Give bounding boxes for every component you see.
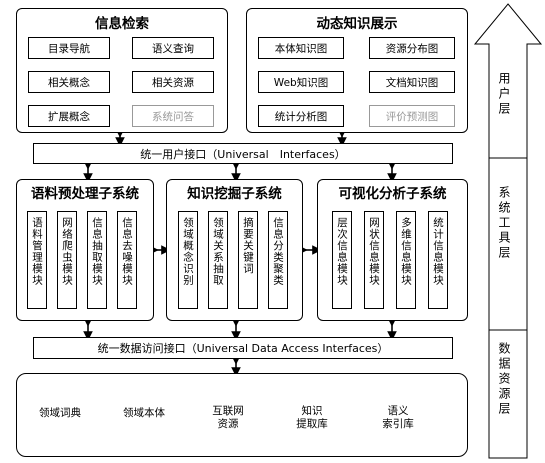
system-tools-layer-label: 系统工具层 xyxy=(497,186,511,261)
user-layer-label: 用户层 xyxy=(497,72,511,117)
domain-relation-module[interactable]: 领域关系抽取 xyxy=(208,211,228,309)
layer-arrow-shape xyxy=(473,3,543,459)
document-knowledge-graph-button[interactable]: 文档知识图 xyxy=(369,71,455,93)
domain-dictionary-label: 领域词典 xyxy=(39,407,81,419)
preprocess-subsystem-title: 语料预处理子系统 xyxy=(31,186,139,202)
data-resources-panel xyxy=(16,373,468,457)
extended-concepts-button[interactable]: 扩展概念 xyxy=(28,105,110,127)
preprocess-subsystem-panel: 语料预处理子系统 语料管理模块 网络爬虫模块 信息抽取模块 信息去噪模块 xyxy=(16,179,154,321)
corpus-management-module[interactable]: 语料管理模块 xyxy=(27,211,47,309)
statistical-info-module[interactable]: 统计信息模块 xyxy=(428,211,448,309)
info-retrieval-title: 信息检索 xyxy=(95,16,149,32)
dynamic-display-title: 动态知识展示 xyxy=(316,16,398,32)
semantic-index-db-label: 语义索引库 xyxy=(382,405,414,430)
resource-distribution-button[interactable]: 资源分布图 xyxy=(369,37,455,59)
mining-subsystem-panel: 知识挖掘子系统 领域概念识别 领域关系抽取 摘要关键词 信息分类聚类 xyxy=(166,179,303,321)
web-crawler-module[interactable]: 网络爬虫模块 xyxy=(57,211,77,309)
keyword-summary-module[interactable]: 摘要关键词 xyxy=(238,211,258,309)
info-extraction-module[interactable]: 信息抽取模块 xyxy=(87,211,107,309)
classification-clustering-module[interactable]: 信息分类聚类 xyxy=(268,211,288,309)
knowledge-extraction-db-label: 知识提取库 xyxy=(296,405,328,430)
hierarchical-info-module[interactable]: 层次信息模块 xyxy=(332,211,352,309)
system-qa-button[interactable]: 系统问答 xyxy=(132,105,214,127)
evaluation-prediction-button[interactable]: 评价预测图 xyxy=(369,105,455,127)
domain-concept-module[interactable]: 领域概念识别 xyxy=(178,211,198,309)
user-interface-bar: 统一用户接口（Universal Interfaces） xyxy=(33,143,453,164)
visual-subsystem-title: 可视化分析子系统 xyxy=(338,186,447,202)
related-concepts-button[interactable]: 相关概念 xyxy=(28,71,110,93)
ontology-graph-button[interactable]: 本体知识图 xyxy=(258,37,344,59)
info-denoise-module[interactable]: 信息去噪模块 xyxy=(117,211,137,309)
info-retrieval-panel: 信息检索 目录导航 语义查询 相关概念 相关资源 扩展概念 系统问答 xyxy=(16,8,228,133)
statistical-analysis-button[interactable]: 统计分析图 xyxy=(258,105,344,127)
data-access-bar: 统一数据访问接口（Universal Data Access Interface… xyxy=(33,337,453,359)
web-knowledge-graph-button[interactable]: Web知识图 xyxy=(258,71,344,93)
mining-subsystem-title: 知识挖掘子系统 xyxy=(187,186,282,202)
related-resources-button[interactable]: 相关资源 xyxy=(132,71,214,93)
dynamic-display-panel: 动态知识展示 本体知识图 资源分布图 Web知识图 文档知识图 统计分析图 评价… xyxy=(246,8,468,133)
internet-resources-label: 互联网资源 xyxy=(212,405,244,430)
network-info-module[interactable]: 网状信息模块 xyxy=(364,211,384,309)
domain-ontology-label: 领域本体 xyxy=(123,407,165,419)
data-resources-layer-label: 数据资源层 xyxy=(497,342,511,417)
semantic-query-button[interactable]: 语义查询 xyxy=(132,37,214,59)
multidimensional-info-module[interactable]: 多维信息模块 xyxy=(396,211,416,309)
visual-subsystem-panel: 可视化分析子系统 层次信息模块 网状信息模块 多维信息模块 统计信息模块 xyxy=(317,179,468,321)
catalog-navigation-button[interactable]: 目录导航 xyxy=(28,37,110,59)
